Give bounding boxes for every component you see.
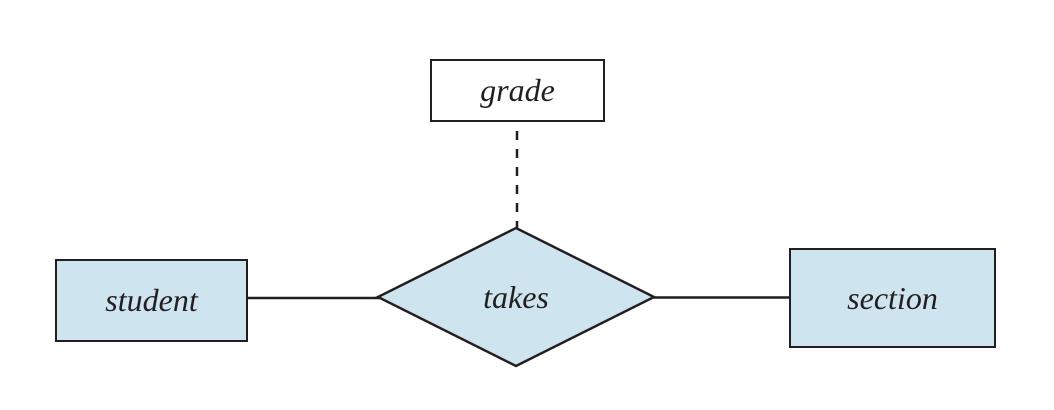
attribute-grade-label: grade	[480, 72, 555, 108]
relationship-takes-label: takes	[483, 278, 549, 315]
entity-student: student	[55, 259, 248, 342]
relationship-takes: takes	[378, 228, 654, 366]
relationship-takes-diamond	[375, 226, 657, 368]
entity-section-label: section	[847, 279, 938, 316]
entity-student-label: student	[105, 282, 198, 318]
entity-section: section	[789, 248, 996, 348]
attribute-grade: grade	[430, 59, 605, 122]
